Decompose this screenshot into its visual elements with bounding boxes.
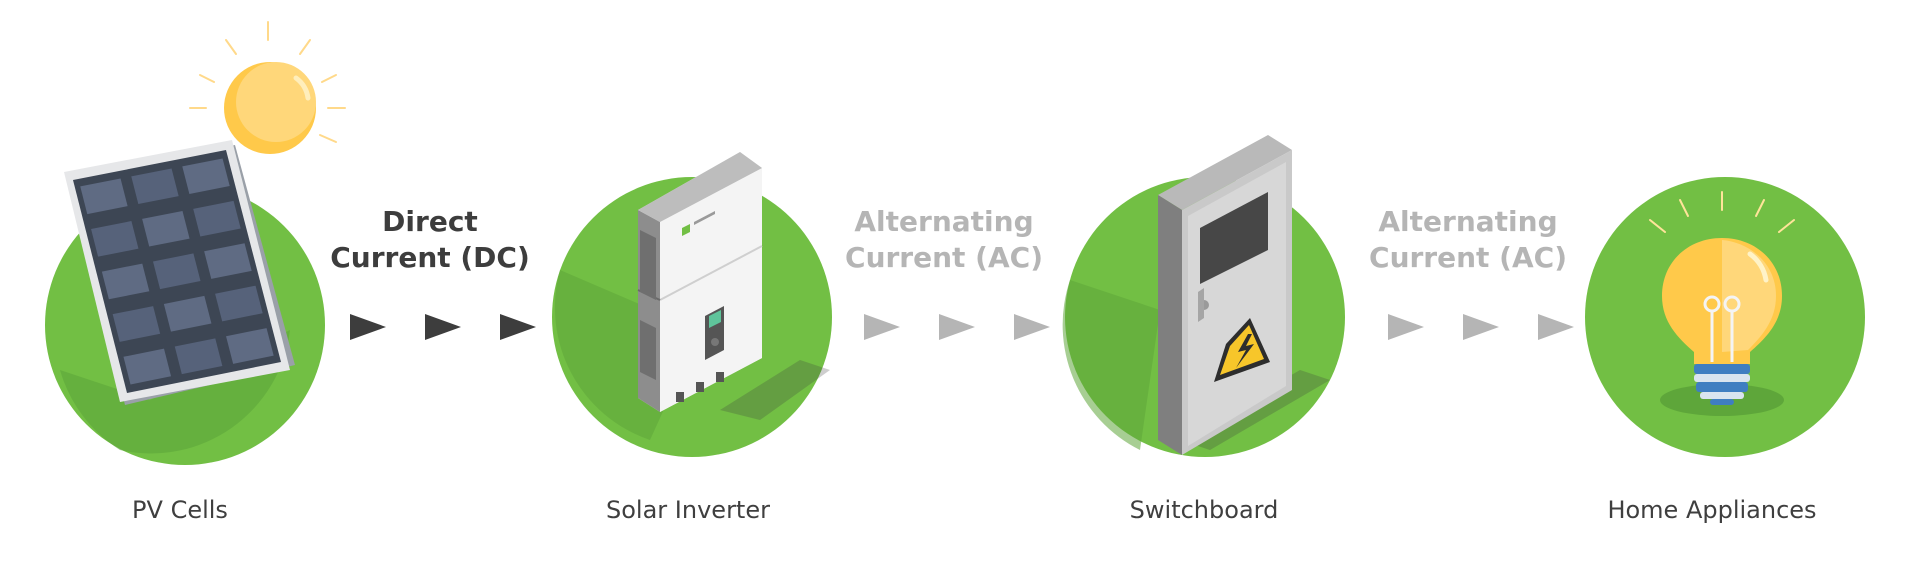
flow-ac1-line2: Current (AC): [845, 241, 1043, 274]
solar-panel-cell: [101, 263, 150, 300]
flow-arrow-ac-2-icon: [1463, 314, 1499, 340]
flow-arrow-dc-icon: [500, 314, 536, 340]
flow-ac1-line1: Alternating: [854, 205, 1034, 238]
solar-panel-cell: [123, 348, 172, 385]
flow-arrow-ac-1-icon: [864, 314, 900, 340]
inverter-device-icon: [637, 152, 763, 412]
solar-panel-cell: [163, 295, 212, 332]
flow-arrow-ac-2-icon: [1388, 314, 1424, 340]
solar-panel-cell: [131, 168, 179, 205]
switchboard-illustration: [1062, 135, 1345, 457]
flow-title-ac-1: Alternating Current (AC): [845, 204, 1043, 276]
warning-triangle-icon: [1214, 318, 1270, 382]
solar-panel-icon: [64, 140, 295, 405]
light-bulb-icon: [1649, 191, 1795, 405]
sun-icon: [189, 21, 346, 154]
flow-ac2-line2: Current (AC): [1369, 241, 1567, 274]
pv-cells-illustration: [45, 21, 346, 465]
solar-panel-cell: [215, 285, 263, 322]
flow-title-ac-2: Alternating Current (AC): [1369, 204, 1567, 276]
flow-arrow-ac-1-icon: [1014, 314, 1050, 340]
stage-label-switchboard: Switchboard: [1129, 496, 1279, 524]
flow-arrow-dc-icon: [425, 314, 461, 340]
solar-panel-cell: [153, 253, 201, 290]
flow-title-dc: Direct Current (DC): [330, 204, 530, 276]
solar-panel-cell: [182, 158, 230, 194]
flow-dc-line2: Current (DC): [330, 241, 530, 274]
flow-arrow-ac-2-icon: [1538, 314, 1574, 340]
stage-label-home-appliances: Home Appliances: [1607, 496, 1817, 524]
flow-arrow-ac-1-icon: [939, 314, 975, 340]
solar-panel-cell: [112, 306, 161, 342]
stage-label-solar-inverter: Solar Inverter: [606, 496, 770, 524]
solar-panel-cell: [226, 328, 274, 364]
solar-panel-cell: [142, 210, 190, 247]
solar-panel-cell: [204, 243, 252, 279]
solar-inverter-illustration: [552, 152, 832, 457]
flow-arrow-dc-icon: [350, 314, 386, 340]
solar-panel-cell: [80, 178, 128, 215]
solar-panel-cell: [91, 221, 139, 257]
home-appliances-illustration: [1585, 177, 1865, 457]
flow-dc-line1: Direct: [382, 205, 478, 238]
switchboard-cabinet-icon: [1158, 135, 1292, 455]
solar-panel-cell: [193, 200, 241, 237]
flow-ac2-line1: Alternating: [1378, 205, 1558, 238]
solar-panel-cell: [174, 338, 223, 375]
stage-label-pv-cells: PV Cells: [132, 496, 228, 524]
